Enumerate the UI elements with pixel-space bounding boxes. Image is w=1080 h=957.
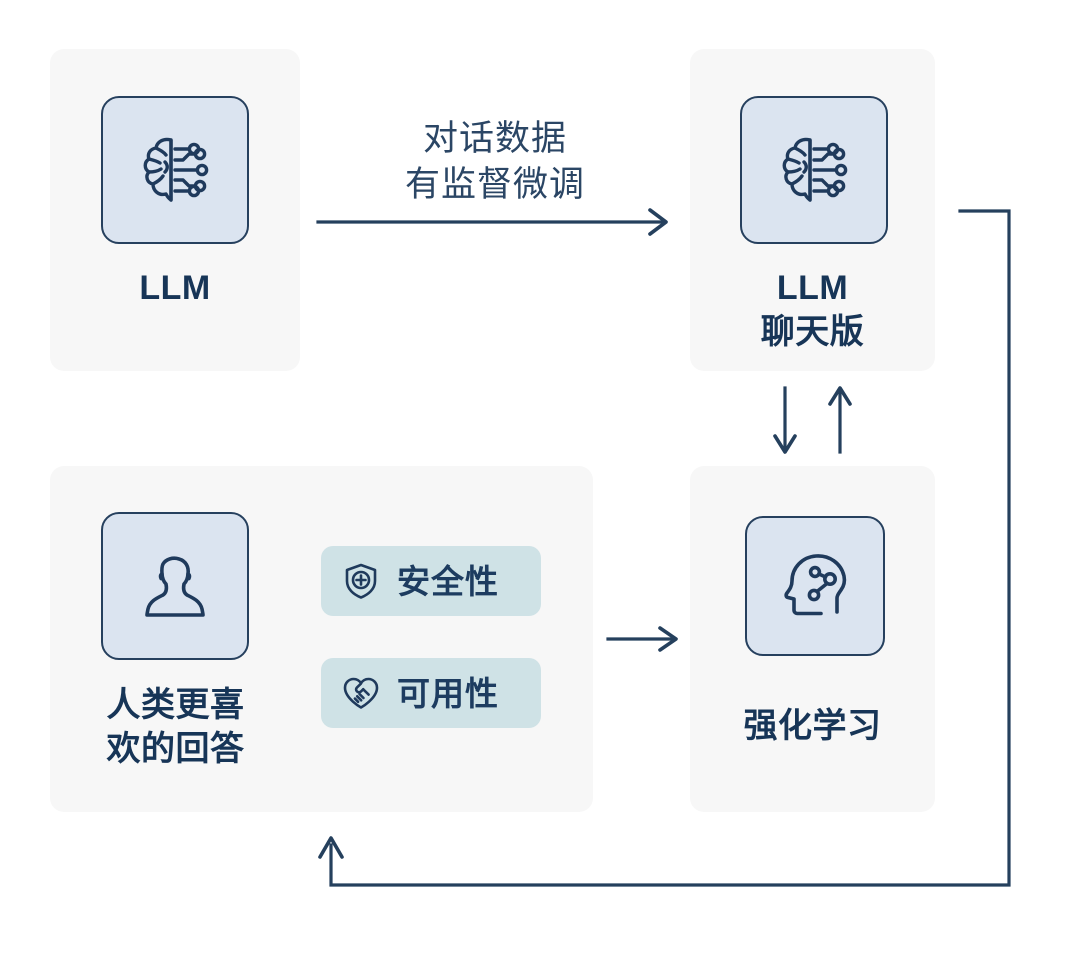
person-bust-icon-tile <box>101 512 249 660</box>
edge-rl-to-chat-arrow <box>828 386 852 454</box>
card-human-caption: 人类更喜 欢的回答 <box>74 684 277 771</box>
edge-sft-label-line1: 对话数据 <box>422 119 567 158</box>
head-network-icon <box>769 540 861 632</box>
edge-chat-to-rl-arrow <box>773 386 797 454</box>
edge-human-to-rl-arrow <box>606 626 678 652</box>
pill-usefulness-label: 可用性 <box>397 674 499 712</box>
person-bust-icon <box>127 538 223 634</box>
card-llm-chat-caption-line2: 聊天版 <box>760 312 865 351</box>
edge-sft-arrow <box>316 208 668 236</box>
card-human-caption-line1: 人类更喜 <box>106 686 245 724</box>
shield-plus-icon <box>339 559 383 603</box>
pill-usefulness[interactable]: 可用性 <box>321 658 541 728</box>
brain-circuit-icon-tile <box>101 96 249 244</box>
brain-circuit-icon <box>766 122 862 218</box>
pill-safety[interactable]: 安全性 <box>321 546 541 616</box>
card-llm-caption: LLM <box>139 269 211 307</box>
heart-handshake-icon <box>339 671 383 715</box>
edge-sft-label: 对话数据 有监督微调 <box>330 116 660 208</box>
pill-safety-label: 安全性 <box>397 562 499 600</box>
brain-circuit-icon <box>127 122 223 218</box>
card-human-caption-line2: 欢的回答 <box>106 729 245 768</box>
edge-sft-label-line2: 有监督微调 <box>404 165 585 205</box>
card-llm-chat-caption: LLM 聊天版 <box>690 267 935 354</box>
card-llm-chat-caption-line1: LLM <box>776 269 849 307</box>
card-rl-caption: 强化学习 <box>743 707 882 745</box>
brain-circuit-icon-tile-chat <box>740 96 888 244</box>
head-network-icon-tile <box>745 516 885 656</box>
